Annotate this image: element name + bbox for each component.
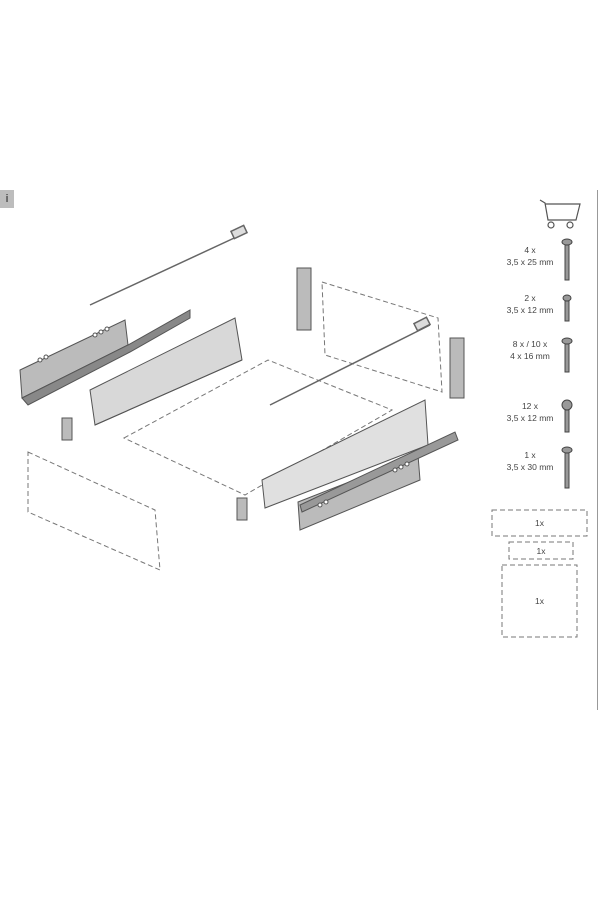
part-label-4: 12 x 3,5 x 12 mm — [485, 400, 575, 424]
part-size: 3,5 x 12 mm — [506, 305, 554, 315]
part-size: 3,5 x 30 mm — [506, 462, 554, 472]
part-size: 3,5 x 12 mm — [506, 413, 554, 423]
part-quantity: 2 x — [524, 293, 536, 303]
front-rod — [269, 324, 431, 406]
panel-box-3 — [501, 564, 578, 638]
front-panel-outline — [27, 451, 161, 571]
right-runner — [297, 431, 459, 531]
screw-countersunk-icon — [561, 337, 573, 373]
part-quantity: 8 x / 10 x — [512, 339, 548, 349]
rear-bracket-left — [296, 267, 312, 331]
part-quantity: 12 x — [521, 401, 539, 411]
part-size: 3,5 x 25 mm — [506, 257, 554, 267]
panel-quantity-1: 1x — [535, 518, 544, 528]
part-label-5: 1 x 3,5 x 30 mm — [485, 449, 575, 473]
panel-quantity-3: 1x — [535, 596, 544, 606]
part-label-2: 2 x 3,5 x 12 mm — [485, 292, 575, 316]
front-fixing-right — [236, 497, 248, 521]
rear-rod — [89, 232, 246, 306]
left-drawer-side — [89, 317, 243, 426]
panel-quantity-2: 1x — [536, 546, 546, 556]
drawer-bottom-outline — [122, 359, 394, 496]
screw-short-icon — [562, 294, 572, 322]
info-marker: i — [0, 190, 14, 208]
panel-box-2 — [508, 541, 574, 560]
part-size: 4 x 16 mm — [510, 351, 550, 361]
rear-bracket-right — [449, 337, 465, 399]
screw-long-icon — [561, 238, 573, 281]
left-runner — [19, 309, 191, 406]
part-quantity: 4 x — [524, 245, 536, 255]
shopping-cart-icon — [539, 199, 581, 229]
page-edge-divider — [597, 190, 598, 710]
front-fixing-left — [61, 417, 73, 441]
part-label-1: 4 x 3,5 x 25 mm — [485, 244, 575, 268]
part-quantity: 1 x — [524, 450, 536, 460]
screw-long-icon — [561, 446, 573, 489]
screw-pan-head-icon — [561, 399, 573, 433]
back-panel-outline — [321, 281, 443, 393]
panel-box-1 — [491, 509, 588, 537]
part-label-3: 8 x / 10 x 4 x 16 mm — [485, 338, 575, 362]
